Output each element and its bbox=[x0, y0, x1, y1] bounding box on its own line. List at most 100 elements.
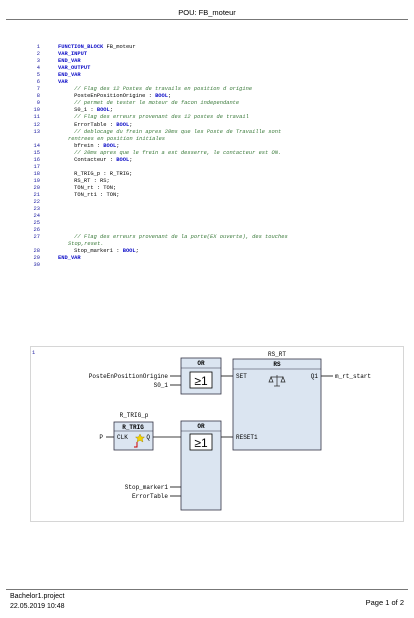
keyword-token: FUNCTION_BLOCK bbox=[58, 44, 104, 50]
or1-input-1: PosteEnPositionOrigine bbox=[89, 373, 169, 380]
code-token: S0_1 : bbox=[58, 107, 97, 114]
fbd-wires bbox=[106, 375, 333, 497]
keyword-token: END_VAR bbox=[58, 255, 81, 262]
rtrig-input-var: P bbox=[99, 434, 103, 441]
line-number: 2 bbox=[36, 51, 40, 58]
or-block-2[interactable]: OR ≥1 bbox=[180, 420, 222, 511]
line-number: 4 bbox=[36, 65, 40, 72]
line-number: 19 bbox=[33, 177, 40, 184]
code-token: ; bbox=[129, 121, 133, 128]
code-text: VAR_OUTPUT bbox=[40, 65, 90, 72]
code-line: 3 END_VAR bbox=[30, 58, 390, 65]
code-text: END_VAR bbox=[40, 58, 81, 65]
rs-output-var: m_rt_start bbox=[335, 373, 371, 380]
rtrig-instance-name: R_TRIG_p bbox=[120, 412, 149, 419]
line-number: 14 bbox=[33, 142, 40, 149]
code-token: ; bbox=[129, 156, 133, 163]
comment-token: // Flag des erreurs provenant de la port… bbox=[58, 234, 288, 241]
comment-token: // permet de tester le moteur de facon i… bbox=[58, 100, 240, 107]
line-number: 24 bbox=[33, 213, 40, 220]
header-divider bbox=[6, 19, 408, 20]
line-number: 22 bbox=[33, 199, 40, 206]
line-number: 3 bbox=[36, 58, 40, 65]
keyword-token: BOOL bbox=[103, 142, 117, 149]
code-line: 26 bbox=[30, 227, 390, 234]
line-number: 28 bbox=[33, 248, 40, 255]
code-text: TON_rt1 : TON; bbox=[40, 192, 119, 199]
code-token: TON_rt1 : TON; bbox=[58, 191, 120, 198]
rs-pin-reset: RESET1 bbox=[236, 434, 258, 441]
keyword-token: VAR bbox=[58, 79, 68, 86]
page-number: Page 1 of 2 bbox=[365, 598, 404, 607]
code-line: 13 // deblocage du frein apres 20ms que … bbox=[30, 129, 390, 136]
line-number: 9 bbox=[36, 100, 40, 107]
code-line: 11 // Flag des erreurs provenant des 12 … bbox=[30, 114, 390, 121]
code-line: 25 bbox=[30, 220, 390, 227]
or1-symbol: ≥1 bbox=[194, 374, 208, 388]
keyword-token: BOOL bbox=[155, 93, 169, 100]
or2-symbol: ≥1 bbox=[194, 436, 208, 450]
code-token: FB_moteur bbox=[103, 44, 136, 50]
or2-input-3: Stop_marker1 bbox=[125, 484, 169, 491]
fbd-network-frame bbox=[30, 346, 404, 522]
line-number: 21 bbox=[33, 191, 40, 198]
line-number: 27 bbox=[33, 234, 40, 241]
code-token: bfrein : bbox=[58, 142, 104, 149]
rs-balance-icon bbox=[268, 375, 286, 387]
code-token: Stop_marker1 : bbox=[58, 248, 123, 255]
code-text: ErrorTable : BOOL; bbox=[40, 122, 132, 129]
comment-token: // Flag des 12 Postes de travails en pos… bbox=[58, 86, 253, 93]
code-line: 9 // permet de tester le moteur de facon… bbox=[30, 100, 390, 107]
code-text: END_VAR bbox=[40, 72, 81, 79]
keyword-token: END_VAR bbox=[58, 58, 81, 65]
code-text: // deblocage du frein apres 20ms que les… bbox=[40, 129, 281, 136]
code-text: Stop,reset. bbox=[40, 241, 104, 248]
code-text: VAR bbox=[40, 79, 68, 86]
code-line: 27 // Flag des erreurs provenant de la p… bbox=[30, 234, 390, 241]
code-text: R_TRIG_p : R_TRIG; bbox=[40, 171, 132, 178]
line-number: 23 bbox=[33, 206, 40, 213]
page-title: POU: FB_moteur bbox=[178, 8, 236, 17]
code-line: 22 bbox=[30, 199, 390, 206]
comment-token: // Flag des erreurs provenant des 12 pos… bbox=[58, 114, 249, 121]
footer-divider bbox=[6, 589, 408, 590]
code-text: VAR_INPUT bbox=[40, 51, 87, 58]
comment-token: // 20ms apres que le frein a est desserr… bbox=[58, 149, 282, 156]
line-number: 18 bbox=[33, 170, 40, 177]
code-token: ; bbox=[135, 248, 139, 255]
code-line: 28 Stop_marker1 : BOOL; bbox=[30, 248, 390, 255]
or1-input-2: S0_1 bbox=[154, 382, 169, 389]
or-block-1[interactable]: OR ≥1 bbox=[180, 357, 222, 395]
code-line: 30 bbox=[30, 262, 390, 269]
code-text: // Flag des erreurs provenant de la port… bbox=[40, 234, 288, 241]
code-text: rentrees en position initiales bbox=[40, 136, 165, 143]
or2-title: OR bbox=[197, 423, 205, 430]
code-text: TON_rt : TON; bbox=[40, 185, 116, 192]
code-line: 10 S0_1 : BOOL; bbox=[30, 107, 390, 114]
rtrig-type: R_TRIG bbox=[122, 424, 144, 431]
line-number: 8 bbox=[36, 93, 40, 100]
rs-block[interactable]: RS SET RESET1 Q1 bbox=[232, 358, 322, 451]
code-text: // Flag des erreurs provenant des 12 pos… bbox=[40, 114, 249, 121]
line-number: 11 bbox=[33, 114, 40, 121]
line-number: 7 bbox=[36, 86, 40, 93]
or1-title: OR bbox=[197, 360, 205, 367]
rtrig-block[interactable]: R_TRIG CLK Q bbox=[113, 421, 154, 451]
code-line: 19 RS_RT : RS; bbox=[30, 178, 390, 185]
code-text: S0_1 : BOOL; bbox=[40, 107, 113, 114]
line-number: 15 bbox=[33, 149, 40, 156]
rs-pin-set: SET bbox=[236, 373, 247, 380]
line-number: 12 bbox=[33, 121, 40, 128]
code-token: RS_RT : RS; bbox=[58, 177, 110, 184]
project-name: Bachelor1.project bbox=[10, 593, 65, 600]
code-token: ; bbox=[168, 93, 172, 100]
code-line: 21 TON_rt1 : TON; bbox=[30, 192, 390, 199]
line-number: 1 bbox=[36, 44, 40, 50]
code-token: R_TRIG_p : R_TRIG; bbox=[58, 170, 133, 177]
keyword-token: BOOL bbox=[116, 156, 130, 163]
line-number: 10 bbox=[33, 107, 40, 114]
rs-instance-name: RS_RT bbox=[268, 351, 286, 358]
